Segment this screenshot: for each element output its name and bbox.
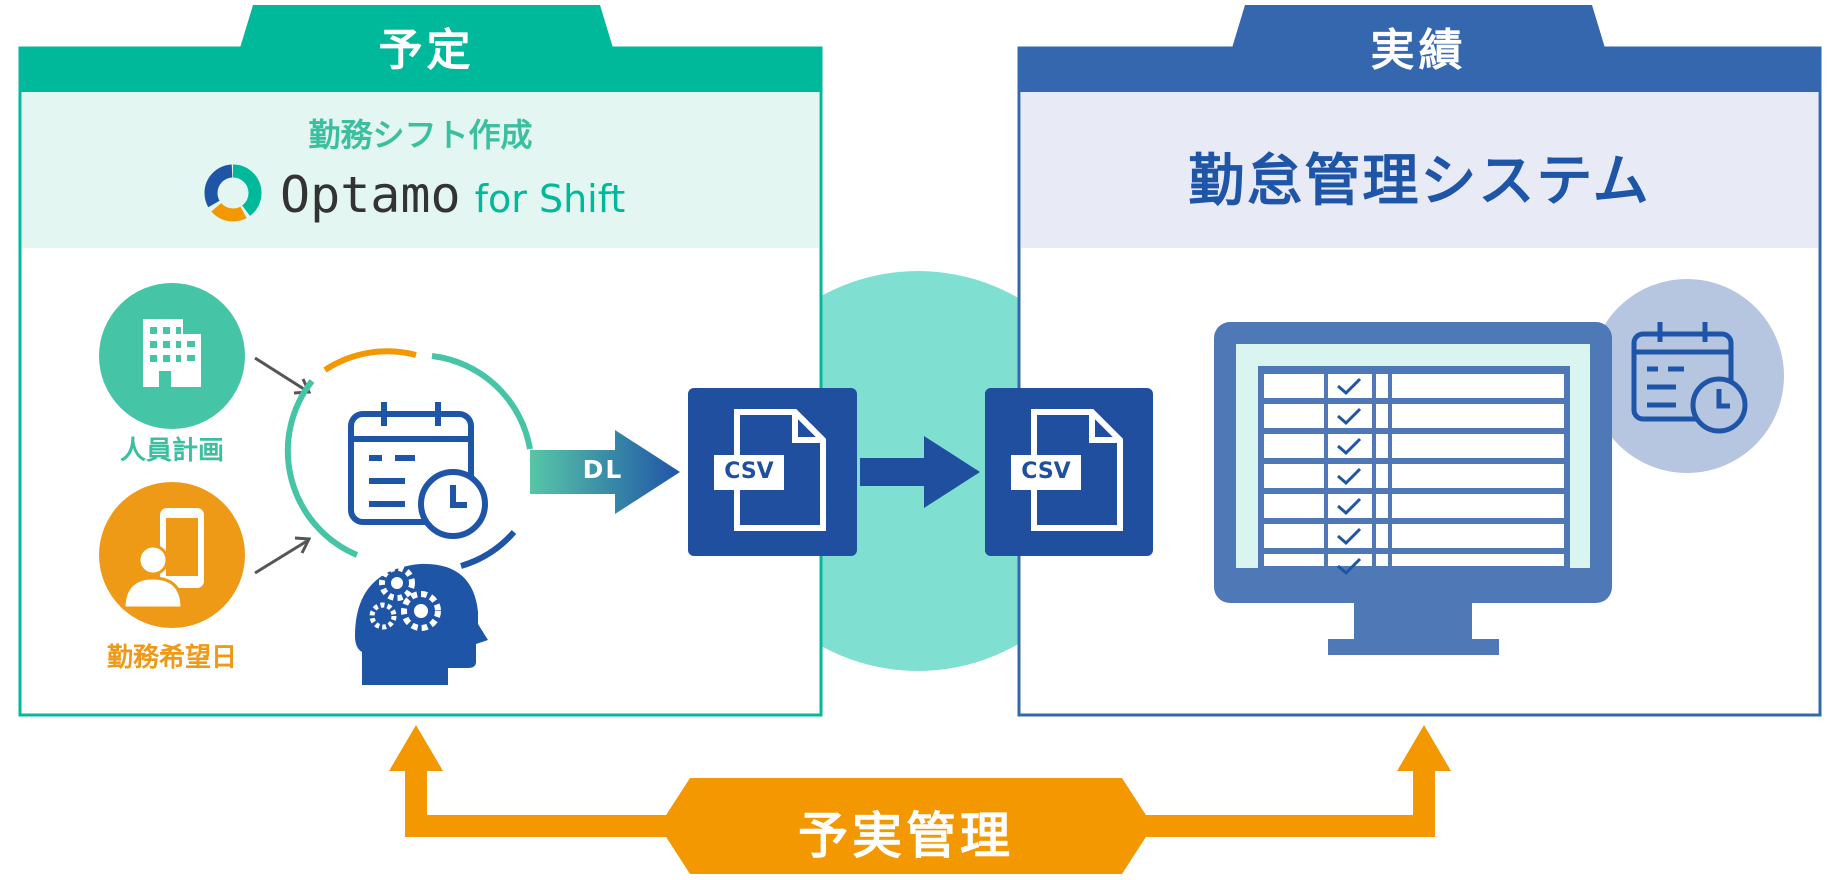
table-cell [1376,404,1388,428]
table-cell [1328,524,1372,548]
table-cell [1264,464,1324,488]
smartphone-user-icon [122,508,204,610]
check-icon [1337,557,1362,576]
csv-left-badge [714,455,784,490]
left-tab-label: 予定 [378,25,475,76]
check-icon [1337,437,1362,456]
bottom-label: 予実管理 [798,807,1014,865]
csv-right-label: CSV [1021,459,1071,484]
right-header-bar [1019,48,1820,92]
process-ring [284,348,533,569]
bottom-label-badge [659,778,1153,874]
brand-suffix: for Shift [474,177,626,221]
csv-file-left-icon [734,409,826,531]
transfer-arrow [860,436,980,508]
check-icon [1337,467,1362,486]
check-icon [1337,497,1362,516]
table-cell [1392,494,1564,518]
table-cell [1392,524,1564,548]
input-label-staffing: 人員計画 [119,436,224,466]
brand-name: Optamo [280,166,461,224]
input-arrows [254,356,312,575]
ai-gears-head-icon [355,563,488,685]
table-cell [1264,374,1324,398]
check-icon [1337,407,1362,426]
left-title-band [22,92,819,248]
left-tab [240,5,613,48]
table-cell [1392,554,1564,566]
table-cell [1376,494,1388,518]
right-tab-label: 実績 [1370,25,1467,76]
csv-left-label: CSV [724,459,774,484]
check-icon [1337,377,1362,396]
check-icon [1337,527,1362,546]
table-cell [1264,554,1324,566]
input-label-requests: 勤務希望日 [106,643,237,673]
building-icon [143,319,201,387]
table-cell [1264,494,1324,518]
table-cell [1376,554,1388,566]
table-cell [1392,464,1564,488]
table-cell [1264,434,1324,458]
comparison-arrows [389,725,1451,874]
download-arrow [530,430,680,514]
table-cell [1376,434,1388,458]
table-cell [1376,464,1388,488]
table-cell [1264,524,1324,548]
brand-wordmark: Optamo for Shift [280,166,625,226]
right-title-band [1021,92,1818,248]
optamo-logo-icon [204,164,262,222]
table-cell [1328,374,1372,398]
table-cell [1376,374,1388,398]
right-tab [1232,5,1605,48]
calendar-clock-icon [348,402,488,539]
left-subtitle: 勤務シフト作成 [308,116,533,154]
right-title: 勤怠管理システム [1188,149,1651,214]
calendar-bubble [1590,279,1784,473]
table-cell [1328,434,1372,458]
table-cell [1376,524,1388,548]
right-panel [985,5,1822,717]
table-cell [1392,374,1564,398]
table-cell [1328,464,1372,488]
left-panel [18,5,857,717]
table-cell [1328,494,1372,518]
download-label: DL [582,455,624,484]
table-cell [1392,404,1564,428]
table-cell [1328,404,1372,428]
calendar-clock-icon [1631,322,1748,434]
table-cell [1264,404,1324,428]
monitor-checklist-icon [1214,322,1612,655]
table-cell [1392,434,1564,458]
left-header-bar [20,48,821,92]
table-cell [1328,554,1372,566]
